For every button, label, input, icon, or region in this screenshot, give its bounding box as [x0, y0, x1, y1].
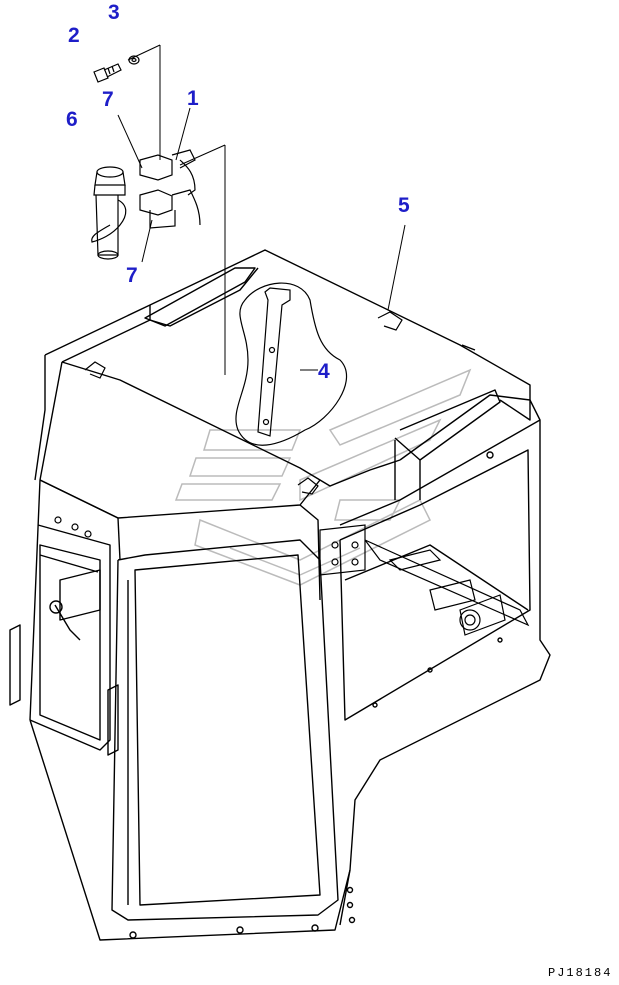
bolt-part-2 [93, 63, 122, 83]
washer-part-3 [128, 55, 140, 65]
callout-7-top: 7 [102, 88, 114, 111]
part-4-highlight [235, 282, 347, 446]
roof-clip [84, 311, 403, 495]
callout-6: 6 [66, 108, 78, 131]
callout-4: 4 [318, 360, 330, 383]
interior-frame [319, 524, 530, 636]
holder-part-6 [91, 166, 127, 260]
drawing-code: PJ18184 [548, 966, 613, 980]
callout-1: 1 [187, 87, 199, 110]
indicator-marks [54, 516, 92, 538]
leader-lines [117, 44, 406, 375]
callout-5: 5 [398, 194, 410, 217]
callout-2: 2 [68, 24, 80, 47]
callout-3: 3 [108, 1, 120, 24]
callout-labels: 1 2 3 4 5 6 7 7 [66, 1, 410, 383]
callout-7-bottom: 7 [126, 264, 138, 287]
watermark-logo [174, 368, 472, 586]
cab-outline [9, 249, 551, 941]
clip-part-1 [139, 149, 201, 229]
